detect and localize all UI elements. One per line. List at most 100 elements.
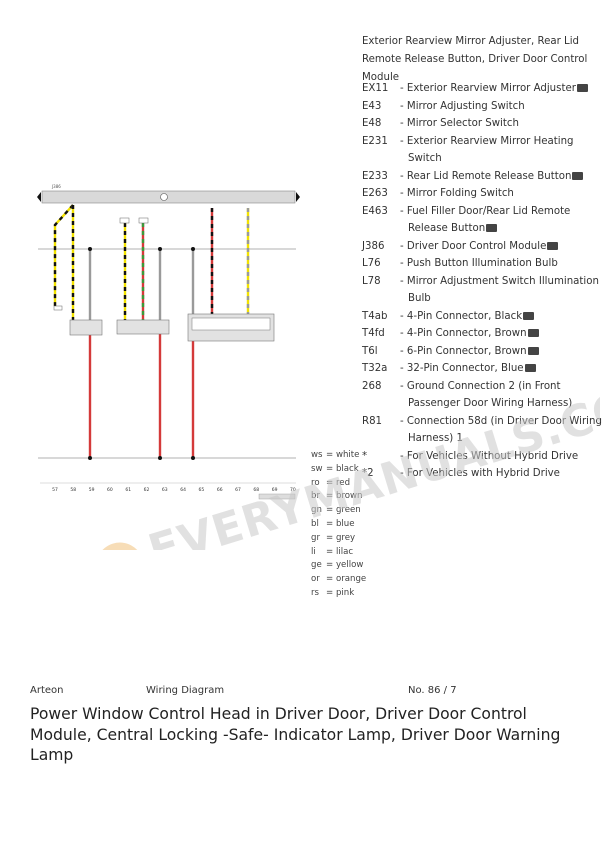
part-item: T6l- 6-Pin Connector, Brown bbox=[362, 343, 607, 361]
part-description: - 32-Pin Connector, Blue bbox=[400, 360, 607, 378]
legend-item: gr= grey bbox=[311, 532, 366, 546]
legend-color: pink bbox=[335, 587, 355, 598]
part-description: - Driver Door Control Module bbox=[400, 238, 607, 256]
wire bbox=[53, 204, 74, 306]
legend-abbr: li bbox=[311, 546, 316, 557]
part-description: - Mirror Adjusting Switch bbox=[400, 100, 525, 112]
part-item: E463- Fuel Filler Door/Rear Lid Remote R… bbox=[362, 203, 607, 238]
document-type: Wiring Diagram bbox=[146, 685, 225, 696]
camera-icon[interactable] bbox=[527, 329, 539, 337]
part-code: L76 bbox=[362, 258, 381, 269]
camera-icon[interactable] bbox=[576, 84, 588, 92]
legend-color: grey bbox=[335, 532, 356, 543]
legend-color: brown bbox=[335, 491, 363, 502]
legend-item: ro= red bbox=[311, 477, 366, 491]
legend-color: white bbox=[335, 450, 360, 460]
part-description-text: For Vehicles with Hybrid Drive bbox=[406, 468, 560, 479]
part-code: E43 bbox=[362, 100, 382, 112]
part-item: T4fd- 4-Pin Connector, Brown bbox=[362, 325, 607, 343]
scale-tick: 67 bbox=[235, 487, 241, 493]
part-code: J386 bbox=[362, 240, 385, 252]
legend-abbr: sw bbox=[311, 463, 323, 474]
legend-item: li= lilac bbox=[311, 546, 366, 560]
camera-icon[interactable] bbox=[527, 346, 539, 355]
part-item: * - For Vehicles Without Hybrid Drive bbox=[362, 448, 607, 466]
legend-item: gn= green bbox=[311, 504, 366, 518]
scale-tick: 70 bbox=[290, 487, 296, 493]
part-item: L78 - Mirror Adjustment Switch Illuminati… bbox=[362, 273, 607, 308]
legend-item: rs= pink bbox=[311, 587, 366, 601]
legend-item: sw= black bbox=[311, 463, 366, 477]
part-code: E48 bbox=[362, 118, 382, 129]
legend-abbr: bl bbox=[311, 518, 319, 529]
part-description: - For Vehicles Without Hybrid Drive bbox=[400, 450, 579, 462]
part-description: - Push Button Illumination Bulb bbox=[400, 258, 558, 269]
legend-color: blue bbox=[335, 518, 355, 529]
scale-tick: 65 bbox=[199, 487, 205, 493]
part-description-text: Connection 58d (in Driver Door Wiring Ha… bbox=[406, 415, 602, 445]
part-code: R81 bbox=[362, 415, 383, 427]
diagram-title: Power Window Control Head in Driver Door… bbox=[30, 705, 561, 764]
model-name: Arteon bbox=[30, 685, 64, 696]
legend-abbr: br bbox=[311, 491, 320, 502]
part-description: - For Vehicles with Hybrid Drive bbox=[400, 468, 560, 479]
part-description: - Connection 58d (in Driver Door Wiring … bbox=[400, 415, 602, 445]
legend-color: green bbox=[335, 505, 361, 516]
part-item: E231- Exterior Rearview Mirror Heating S… bbox=[362, 133, 607, 168]
part-code: *2 bbox=[362, 468, 374, 479]
svg-text:J386: J386 bbox=[51, 184, 61, 189]
part-item: *2 - For Vehicles with Hybrid Drive bbox=[362, 465, 607, 483]
part-item: E233- Rear Lid Remote Release Button bbox=[362, 168, 607, 186]
diagram-number: No. 86 / 7 bbox=[408, 685, 457, 696]
scale-tick: 61 bbox=[125, 487, 131, 493]
part-item: T32a - 32-Pin Connector, Blue bbox=[362, 360, 607, 378]
part-code: L78 bbox=[362, 275, 381, 287]
scale-tick: 57 bbox=[52, 487, 58, 493]
camera-icon[interactable] bbox=[572, 171, 584, 180]
part-description-text: Mirror Folding Switch bbox=[406, 188, 514, 199]
part-code: E263 bbox=[362, 188, 388, 199]
part-description: - Ground Connection 2 (in Front Passenge… bbox=[400, 380, 573, 410]
scale-tick: 59 bbox=[89, 487, 95, 493]
L76-box bbox=[69, 319, 103, 336]
legend-abbr: gr bbox=[311, 532, 320, 543]
L78-box bbox=[116, 319, 170, 335]
part-description-text: Driver Door Control Module bbox=[406, 240, 547, 252]
legend-item: or= orange bbox=[311, 573, 366, 587]
part-code: T6l bbox=[362, 345, 378, 357]
camera-icon[interactable] bbox=[547, 241, 559, 250]
part-description: - Rear Lid Remote Release Button bbox=[400, 168, 607, 186]
legend-abbr: ge bbox=[311, 560, 322, 571]
part-code: T32a bbox=[362, 363, 388, 374]
svg-text:E: E bbox=[106, 549, 134, 550]
legend-color: orange bbox=[335, 574, 367, 585]
part-description-text: Fuel Filler Door/Rear Lid Remote Release… bbox=[406, 205, 571, 235]
legend-abbr: rs bbox=[311, 587, 320, 598]
part-description: - Mirror Adjustment Switch Illumination … bbox=[400, 275, 599, 305]
scale-tick: 69 bbox=[272, 487, 278, 493]
legend-color: yellow bbox=[335, 560, 364, 571]
part-description-text: Exterior Rearview Mirror Adjuster bbox=[406, 83, 576, 94]
part-description: - Mirror Folding Switch bbox=[400, 188, 514, 199]
legend-abbr: ws bbox=[311, 450, 323, 460]
part-code: * bbox=[362, 450, 368, 462]
part-description-text: Ground Connection 2 (in Front Passenger … bbox=[406, 380, 573, 410]
legend-color: red bbox=[335, 477, 351, 488]
part-item: L76 - Push Button Illumination Bulb bbox=[362, 255, 607, 273]
camera-icon[interactable] bbox=[486, 224, 498, 232]
part-description-text: 4-Pin Connector, Brown bbox=[406, 328, 527, 339]
camera-icon[interactable] bbox=[524, 364, 536, 372]
scale-tick: 66 bbox=[217, 487, 223, 493]
legend-item: bl= blue bbox=[311, 518, 366, 532]
part-description-text: Push Button Illumination Bulb bbox=[406, 258, 558, 269]
camera-icon[interactable] bbox=[523, 311, 535, 320]
part-item: 268- Ground Connection 2 (in Front Passe… bbox=[362, 378, 607, 413]
part-item: E48- Mirror Selector Switch bbox=[362, 115, 607, 133]
legend-item: ge= yellow bbox=[311, 559, 366, 573]
part-item: J386 - Driver Door Control Module bbox=[362, 238, 607, 256]
part-description: - Exterior Rearview Mirror Heating Switc… bbox=[400, 135, 574, 165]
part-item: EX11- Exterior Rearview Mirror Adjuster bbox=[362, 80, 607, 98]
